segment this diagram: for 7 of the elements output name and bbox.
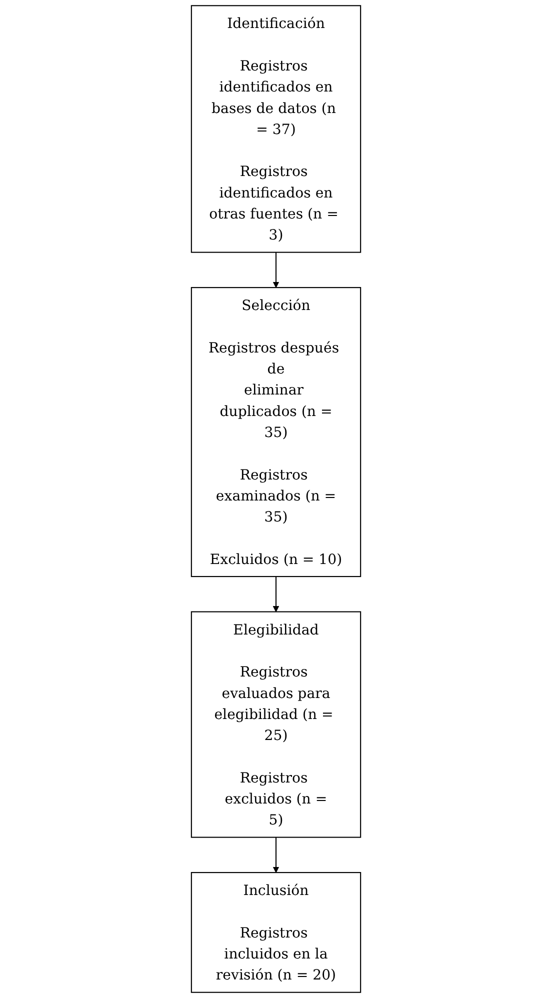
node-box: Inclusión Registros incluidos en la revisión (n = 20): [190, 872, 362, 993]
arrow: [272, 576, 280, 612]
arrow: [272, 837, 280, 873]
node-box: Elegibilidad Registros evaluados para elegibilidad (n = 25) Registros excluidos (n = 5): [190, 611, 362, 838]
node-box: Identificación Registros identificados en bases de datos (n = 37) Registros identificados en otras fuentes (n = 3): [190, 5, 362, 253]
node-box: Selección Registros después de eliminar duplicados (n = 35) Registros examinados (n = 35) Excluidos (n = 10): [190, 287, 362, 578]
arrow: [272, 252, 280, 288]
